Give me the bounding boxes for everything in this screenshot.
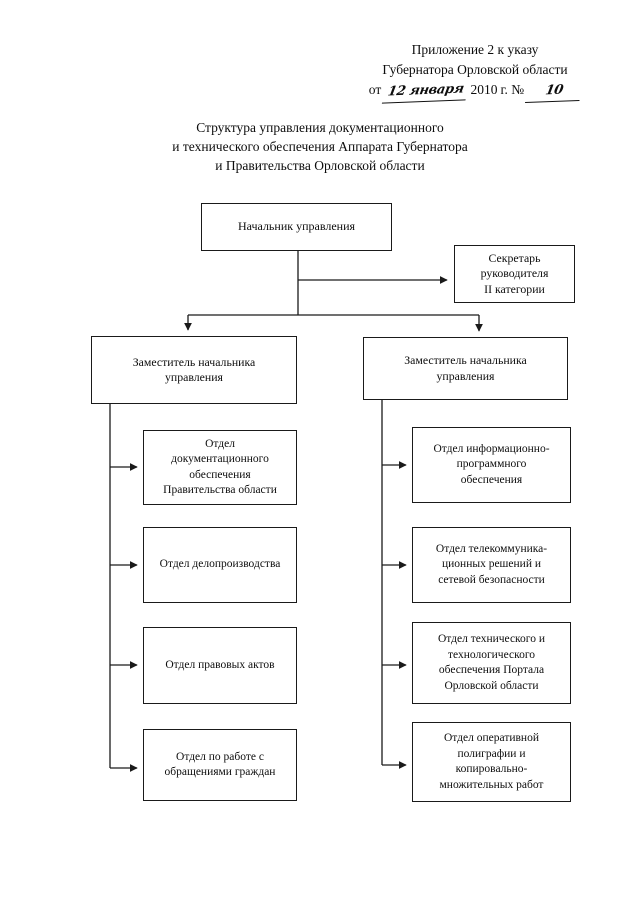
node-head-label: Начальник управления xyxy=(237,219,356,234)
node-department-document-support-label: Отдел документационного обеспечения Прав… xyxy=(163,437,277,497)
approval-header: Приложение 2 к указу Губернатора Орловск… xyxy=(330,40,620,104)
node-department-records-management-label: Отдел делопроизводства xyxy=(159,558,281,571)
node-department-portal-support: Отдел технического и технологического об… xyxy=(412,622,571,704)
node-department-telecom-security: Отдел телекоммуника- ционных решений и с… xyxy=(412,527,571,603)
node-department-records-management: Отдел делопроизводства xyxy=(143,527,297,603)
title-line-2: и технического обеспечения Аппарата Губе… xyxy=(172,139,468,154)
node-department-portal-support-label: Отдел технического и технологического об… xyxy=(437,633,546,692)
decree-line: от 12 января 2010 г. № 10 xyxy=(330,79,620,104)
node-department-legal-acts: Отдел правовых актов xyxy=(143,627,297,704)
node-department-document-support: Отдел документационного обеспечения Прав… xyxy=(143,430,297,505)
document-title: Структура управления документационного и… xyxy=(100,118,540,175)
title-line-1: Структура управления документационного xyxy=(196,120,444,135)
decree-year-suffix: г. № xyxy=(500,82,525,97)
node-secretary: Секретарь руководителя II категории xyxy=(454,245,575,303)
title-line-3: и Правительства Орловской области xyxy=(215,158,425,173)
node-secretary-label: Секретарь руководителя II категории xyxy=(480,250,549,296)
decree-prefix: от xyxy=(368,82,382,97)
node-department-legal-acts-label: Отдел правовых актов xyxy=(165,658,275,671)
node-deputy-right: Заместитель начальника управления xyxy=(363,337,568,400)
node-department-printing-copying: Отдел оперативной полиграфии и копировал… xyxy=(412,722,571,802)
node-department-it-software-label: Отдел информационно- программного обеспе… xyxy=(433,442,550,486)
node-head: Начальник управления xyxy=(201,203,392,251)
node-department-printing-copying-label: Отдел оперативной полиграфии и копировал… xyxy=(439,732,544,791)
node-deputy-left-label: Заместитель начальника управления xyxy=(132,354,256,385)
approval-line-1: Приложение 2 к указу xyxy=(411,42,539,57)
approval-line-2: Губернатора Орловской области xyxy=(382,62,568,77)
decree-year: 2010 xyxy=(470,82,498,97)
node-department-it-software: Отдел информационно- программного обеспе… xyxy=(412,427,571,503)
node-department-telecom-security-label: Отдел телекоммуника- ционных решений и с… xyxy=(435,542,548,586)
node-department-citizen-appeals: Отдел по работе с обращениями граждан xyxy=(143,729,297,801)
node-department-citizen-appeals-label: Отдел по работе с обращениями граждан xyxy=(164,750,276,779)
node-deputy-left: Заместитель начальника управления xyxy=(91,336,297,404)
node-deputy-right-label: Заместитель начальника управления xyxy=(404,353,527,383)
